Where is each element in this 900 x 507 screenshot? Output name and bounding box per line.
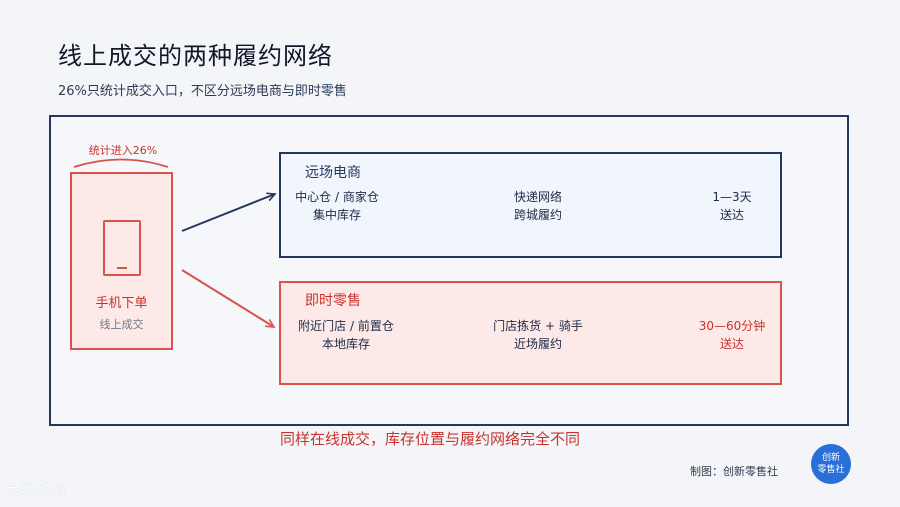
count-bracket bbox=[73, 158, 169, 168]
page-title: 线上成交的两种履约网络 bbox=[58, 42, 333, 70]
footnote: 同样在线成交，库存位置与履约网络完全不同 bbox=[280, 430, 581, 448]
instant-step-store: 附近门店 / 前置仓 本地库存 bbox=[298, 319, 394, 351]
remote-ecommerce-box bbox=[279, 152, 782, 258]
instant-retail-title: 即时零售 bbox=[305, 293, 361, 309]
remote-step-express: 快递网络 跨城履约 bbox=[513, 190, 562, 222]
instant-step-rider: 门店拣货 + 骑手 近场履约 bbox=[493, 319, 583, 351]
instant-step-delivery-time: 30—60分钟 送达 bbox=[698, 319, 766, 351]
phone-button-icon bbox=[117, 267, 127, 269]
arrow-to-instant bbox=[181, 269, 274, 327]
remote-step-warehouse: 中心仓 / 商家仓 集中库存 bbox=[295, 190, 379, 222]
phone-icon bbox=[103, 220, 141, 276]
watermark: 大数跨境 bbox=[6, 481, 67, 499]
remote-ecommerce-title: 远场电商 bbox=[305, 165, 361, 181]
count-label: 统计进入26% bbox=[88, 144, 158, 157]
online-deal-label: 线上成交 bbox=[99, 318, 144, 331]
credit-text: 制图：创新零售社 bbox=[690, 465, 778, 478]
page-subtitle: 26%只统计成交入口，不区分远场电商与即时零售 bbox=[58, 84, 347, 99]
arrow-to-remote bbox=[181, 194, 275, 232]
remote-step-delivery-time: 1—3天 送达 bbox=[712, 190, 752, 222]
instant-retail-box bbox=[279, 281, 782, 385]
phone-order-label: 手机下单 bbox=[95, 296, 148, 311]
brand-badge-logo: 创新 零售社 bbox=[811, 444, 851, 484]
